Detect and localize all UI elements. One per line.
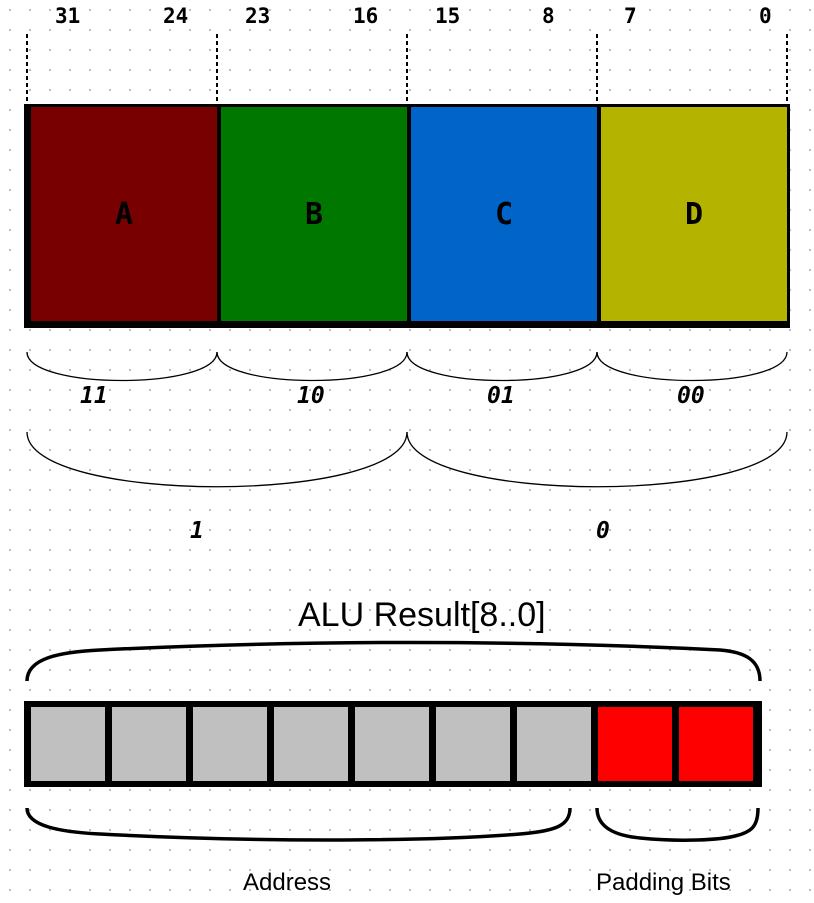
address-label: Address bbox=[243, 869, 332, 896]
bit-number-31: 31 bbox=[55, 4, 81, 28]
segment-index-b: 10 bbox=[297, 383, 325, 409]
alu-result-title: ALU Result[8..0] bbox=[298, 596, 546, 634]
address-bit-cell bbox=[517, 707, 591, 781]
padding-bits-label: Padding Bits bbox=[596, 869, 731, 896]
brace-segment-c bbox=[406, 351, 598, 382]
segment-a: A bbox=[31, 107, 217, 321]
brace-segment-d bbox=[596, 351, 788, 382]
bit-number-16: 16 bbox=[353, 4, 379, 28]
brace-alu-result bbox=[25, 640, 762, 682]
bit-number-0: 0 bbox=[759, 4, 772, 28]
brace-segment-a bbox=[26, 351, 218, 382]
brace-group-0 bbox=[406, 431, 788, 488]
segment-index-d: 00 bbox=[677, 383, 705, 409]
bit-number-24: 24 bbox=[163, 4, 189, 28]
brace-segment-b bbox=[216, 351, 408, 382]
brace-address bbox=[25, 807, 572, 842]
padding-bit-cell bbox=[679, 707, 753, 781]
address-bit-cell bbox=[274, 707, 348, 781]
group-label-0: 0 bbox=[596, 518, 610, 544]
bit-number-8: 8 bbox=[542, 4, 555, 28]
bit-number-15: 15 bbox=[435, 4, 461, 28]
address-bit-cell bbox=[355, 707, 429, 781]
address-bit-cell bbox=[193, 707, 267, 781]
segment-b: B bbox=[221, 107, 407, 321]
padding-bit-cell bbox=[598, 707, 672, 781]
address-bit-cell bbox=[436, 707, 510, 781]
bit-number-7: 7 bbox=[624, 4, 637, 28]
segment-d: D bbox=[601, 107, 787, 321]
segment-index-a: 11 bbox=[80, 383, 108, 409]
brace-group-1 bbox=[26, 431, 408, 488]
segment-index-c: 01 bbox=[487, 383, 515, 409]
segment-c: C bbox=[411, 107, 597, 321]
group-label-1: 1 bbox=[190, 518, 204, 544]
bit-number-23: 23 bbox=[245, 4, 271, 28]
brace-padding-bits bbox=[595, 807, 760, 842]
address-bit-cell bbox=[112, 707, 186, 781]
address-bit-cell bbox=[31, 707, 105, 781]
